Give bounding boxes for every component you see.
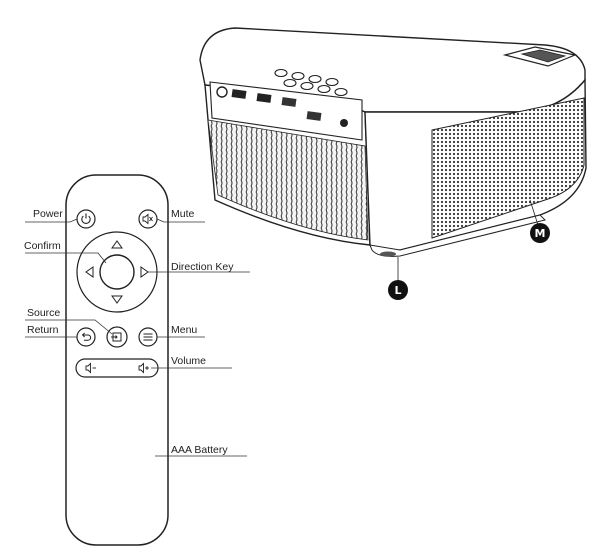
mute-button[interactable] [138, 209, 158, 229]
remote-leader-lines [25, 218, 250, 457]
power-button[interactable] [76, 209, 96, 229]
arrow-left-icon [85, 266, 94, 278]
marker-m-text: M [535, 227, 546, 240]
label-confirm: Confirm [24, 240, 61, 252]
confirm-button[interactable] [99, 254, 135, 290]
source-icon [111, 332, 122, 342]
projector: L M [199, 27, 587, 300]
mute-icon [142, 213, 153, 225]
label-power: Power [33, 208, 63, 220]
arrow-up-icon [111, 240, 123, 249]
label-mute: Mute [171, 208, 195, 220]
lens-housing [502, 46, 578, 67]
hdmi-port-2 [256, 93, 272, 103]
arrow-down-icon [111, 295, 123, 304]
menu-icon [143, 333, 153, 341]
audio-port [340, 119, 348, 127]
hdmi-port-1 [231, 89, 247, 99]
marker-l [388, 280, 408, 300]
marker-m-leader [529, 199, 539, 226]
label-menu: Menu [171, 324, 197, 336]
back-vents [207, 119, 369, 241]
projector-ports [216, 86, 348, 127]
label-volume: Volume [171, 355, 206, 367]
arrow-right-icon [140, 266, 149, 278]
source-button[interactable] [106, 326, 128, 348]
volume-down-icon [85, 362, 96, 374]
port-strip [209, 81, 363, 141]
label-source: Source [27, 307, 60, 319]
power-icon [81, 215, 91, 224]
return-button[interactable] [76, 327, 96, 347]
label-aaa-battery: AAA Battery [171, 444, 228, 456]
remote-labels: Power Mute Confirm Direction Key Source … [24, 208, 234, 456]
return-icon [83, 334, 92, 341]
dc-port [216, 86, 228, 98]
usb-port-2 [306, 111, 322, 121]
projector-buttons [274, 68, 348, 97]
marker-l-text: L [394, 284, 401, 297]
usb-port-1 [281, 97, 297, 107]
marker-m [530, 223, 550, 243]
speaker-grille [431, 97, 585, 239]
label-return: Return [27, 324, 59, 336]
menu-button[interactable] [138, 327, 158, 347]
label-direction-key: Direction Key [171, 261, 234, 273]
remote-control [25, 174, 250, 546]
volume-rocker[interactable] [75, 358, 159, 378]
projector-foot [380, 251, 396, 257]
volume-up-icon [138, 362, 149, 374]
